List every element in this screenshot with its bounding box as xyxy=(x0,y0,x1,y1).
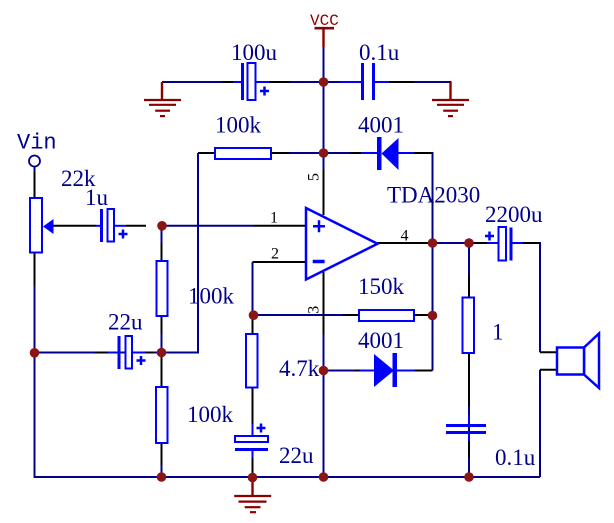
svg-text:22u: 22u xyxy=(279,443,314,468)
svg-text:4: 4 xyxy=(401,228,409,245)
svg-text:1: 1 xyxy=(492,320,504,345)
svg-text:100u: 100u xyxy=(231,40,278,65)
svg-text:150k: 150k xyxy=(358,274,405,299)
svg-text:22k: 22k xyxy=(61,166,96,191)
svg-text:4001: 4001 xyxy=(358,113,404,138)
svg-text:100k: 100k xyxy=(188,284,235,309)
svg-text:4001: 4001 xyxy=(358,328,404,353)
svg-text:100k: 100k xyxy=(187,402,234,427)
svg-text:22u: 22u xyxy=(108,310,143,335)
svg-text:TDA2030: TDA2030 xyxy=(387,183,480,208)
svg-text:VCC: VCC xyxy=(310,12,339,30)
svg-text:1: 1 xyxy=(270,210,278,227)
svg-text:1u: 1u xyxy=(85,185,109,210)
svg-text:3: 3 xyxy=(306,306,323,314)
svg-text:0.1u: 0.1u xyxy=(495,445,536,470)
svg-text:0.1u: 0.1u xyxy=(359,40,400,65)
svg-text:5: 5 xyxy=(306,173,323,181)
svg-text:2: 2 xyxy=(271,246,279,263)
svg-text:Vin: Vin xyxy=(17,131,57,156)
svg-text:2200u: 2200u xyxy=(485,202,543,227)
svg-text:4.7k: 4.7k xyxy=(279,356,320,381)
svg-text:100k: 100k xyxy=(215,112,262,137)
